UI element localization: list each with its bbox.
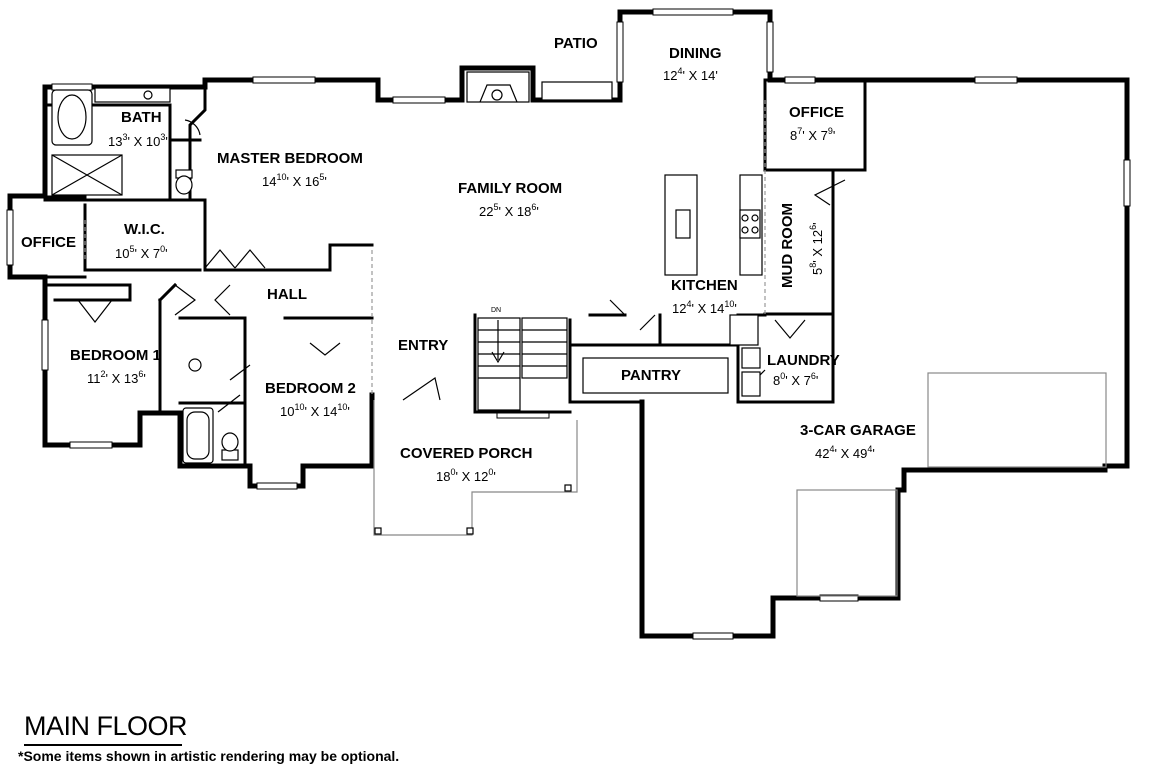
room-entry: ENTRY [398, 337, 448, 354]
room-wic: W.I.C. 105' X 70' [115, 221, 168, 261]
room-name: OFFICE [789, 104, 844, 121]
room-bedroom-2: BEDROOM 2 1010' X 1410' [265, 380, 356, 419]
room-mudroom: MUD ROOM 58' X 126' [779, 203, 825, 288]
plan-title: MAIN FLOOR [24, 711, 188, 741]
room-name: COVERED PORCH [400, 445, 533, 462]
doors [77, 119, 846, 413]
room-dims: 58' X 126' [808, 222, 825, 275]
room-kitchen: KITCHEN 124' X 1410' [671, 277, 738, 316]
room-office-right: OFFICE 87' X 79' [789, 104, 844, 143]
room-pantry: PANTRY [621, 367, 681, 384]
stair-dn-label: DN [491, 307, 501, 314]
room-labels: PATIO DINING 124' X 14' OFFICE 87' X 79'… [21, 35, 916, 484]
stairs: DN [477, 307, 568, 411]
room-name: W.I.C. [124, 221, 165, 238]
room-name: BEDROOM 1 [70, 347, 161, 364]
room-dims: 112' X 136' [87, 369, 146, 386]
room-office-left: OFFICE [21, 234, 76, 251]
room-name: PATIO [554, 35, 598, 52]
room-name: BEDROOM 2 [265, 380, 356, 397]
room-dims: 1010' X 1410' [280, 402, 350, 419]
room-dims: 424' X 494' [815, 444, 875, 461]
interior-walls [43, 85, 835, 468]
room-name: LAUNDRY [767, 352, 840, 369]
room-name: DINING [669, 45, 722, 62]
room-hall: HALL [267, 286, 307, 303]
room-name: KITCHEN [671, 277, 738, 294]
room-dims: 133' X 103' [108, 132, 168, 149]
room-name: MUD ROOM [779, 203, 796, 288]
room-dims: 124' X 14' [663, 66, 718, 83]
room-dims: 225' X 186' [479, 202, 539, 219]
room-dims: 87' X 79' [790, 126, 835, 143]
room-garage: 3-CAR GARAGE 424' X 494' [800, 422, 916, 461]
room-dims: 180' X 120' [436, 467, 496, 484]
room-dims: 1410' X 165' [262, 172, 327, 189]
room-patio: PATIO [554, 35, 598, 52]
room-family: FAMILY ROOM 225' X 186' [458, 180, 562, 219]
fixtures: DN [51, 71, 1107, 597]
room-name: BATH [121, 109, 162, 126]
room-covered-porch: COVERED PORCH 180' X 120' [400, 445, 533, 484]
room-laundry: LAUNDRY 80' X 76' [767, 352, 840, 388]
room-name: PANTRY [621, 367, 681, 384]
room-name: FAMILY ROOM [458, 180, 562, 197]
room-name: OFFICE [21, 234, 76, 251]
room-name: HALL [267, 286, 307, 303]
room-dining: DINING 124' X 14' [663, 45, 722, 83]
room-master-bedroom: MASTER BEDROOM 1410' X 165' [217, 150, 363, 189]
room-bedroom-1: BEDROOM 1 112' X 136' [70, 347, 161, 386]
room-bath: BATH 133' X 103' [108, 109, 168, 149]
windows [6, 8, 1131, 640]
room-dims: 105' X 70' [115, 244, 168, 261]
room-dims: 124' X 1410' [672, 299, 737, 316]
title-underline [24, 744, 182, 746]
room-dims: 80' X 76' [773, 371, 818, 388]
room-name: 3-CAR GARAGE [800, 422, 916, 439]
room-name: ENTRY [398, 337, 448, 354]
disclaimer-note: *Some items shown in artistic rendering … [18, 748, 400, 764]
room-name: MASTER BEDROOM [217, 150, 363, 167]
